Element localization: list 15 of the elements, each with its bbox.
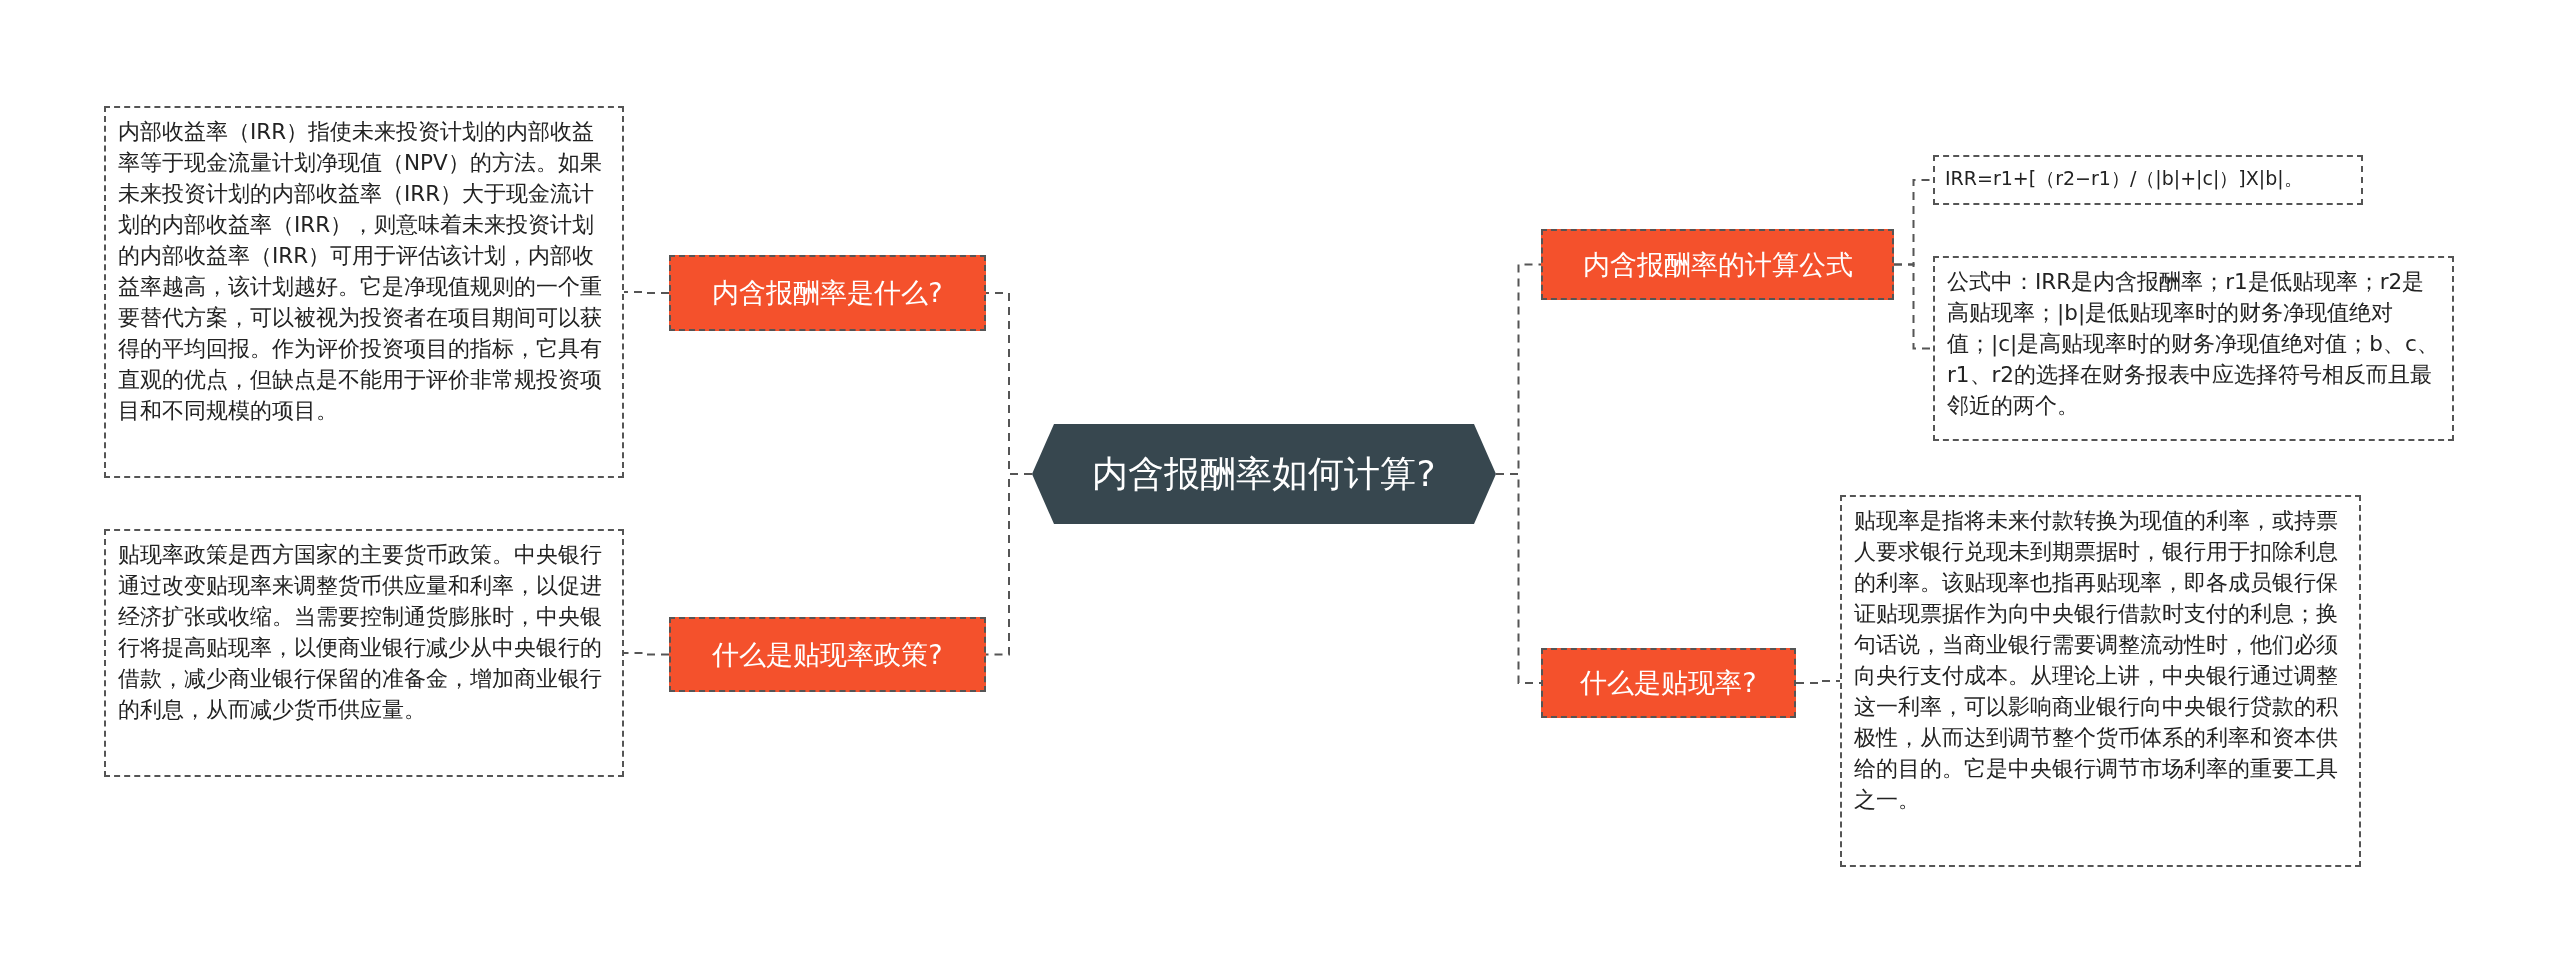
central-topic: 内含报酬率如何计算? xyxy=(1032,424,1496,524)
note-box: IRR=r1+[（r2−r1）/（|b|+|c|）]X|b|。 xyxy=(1933,155,2363,205)
connector xyxy=(985,473,1033,656)
note-box: 贴现率是指将未来付款转换为现值的利率，或持票人要求银行兑现未到期票据时，银行用于扣除利息的利率。该贴现率也指再贴现率，即各成员银行保证贴现票据作为向中央银行借款时支付的利息；换句话说，当商业银行需要调整流动性时，他们必须向央行支付成本。从理论上讲，中央银行通过调整这一利率，可以影响商业银行向中央银行贷款的积极性，从而达到调节整个货币体系的利率和资本供给的目的。它是中央银行调节市场利率的重要工具之一。 xyxy=(1840,495,2361,867)
connector xyxy=(623,652,670,656)
topic-box: 内含报酬率的计算公式 xyxy=(1541,229,1894,300)
note-box: 内部收益率（IRR）指使未来投资计划的内部收益率等于现金流量计划净现值（NPV）的方法。如果未来投资计划的内部收益率（IRR）大于现金流计划的内部收益率（IRR），则意味着未来投资计划的内部收益率（IRR）可用于评估该计划，内部收益率越高，该计划越好。它是净现值规则的一个重要替代方案，可以被视为投资者在项目期间可以获得的平均回报。作为评价投资项目的指标，它具有直观的优点，但缺点是不能用于评价非常规投资项目和不同规模的项目。 xyxy=(104,106,624,478)
connector xyxy=(1495,473,1542,684)
note-box: 公式中：IRR是内含报酬率；r1是低贴现率；r2是高贴现率；|b|是低贴现率时的财务净现值绝对值；|c|是高贴现率时的财务净现值绝对值；b、c、r1、r2的选择在财务报表中应选择符号相反而且最邻近的两个。 xyxy=(1933,256,2454,441)
topic-box: 什么是贴现率? xyxy=(1541,648,1796,718)
topic-box: 内含报酬率是什么? xyxy=(669,255,986,331)
note-box: 贴现率政策是西方国家的主要货币政策。中央银行通过改变贴现率来调整货币供应量和利率，以促进经济扩张或收缩。当需要控制通货膨胀时，中央银行将提高贴现率，以便商业银行减少从中央银行的借款，减少商业银行保留的准备金，增加商业银行的利息，从而减少货币供应量。 xyxy=(104,529,624,777)
topic-box: 什么是贴现率政策? xyxy=(669,617,986,692)
connector xyxy=(623,291,670,294)
connector xyxy=(1795,680,1841,684)
